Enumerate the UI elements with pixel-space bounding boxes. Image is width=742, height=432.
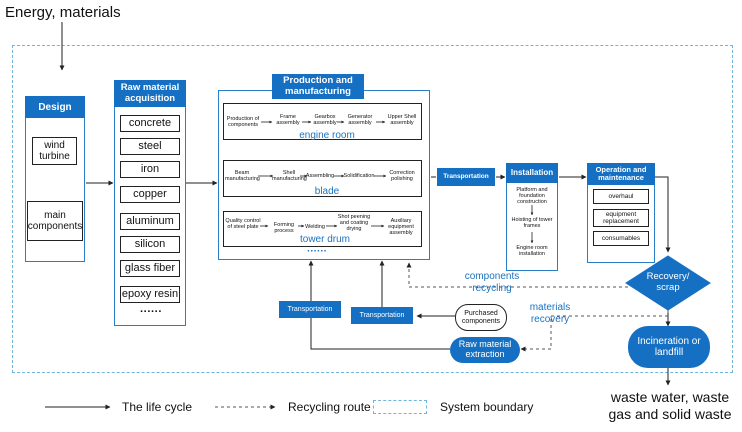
tower-step-4: Shot peening and coating drying [337,214,371,233]
transportation-main: Transportation [437,168,495,186]
tower-drum-box [223,211,422,247]
raw-item-epoxy-resin: epoxy resin [120,286,180,303]
materials-recovery-label: materials recovery [529,302,571,325]
engine-room-label: engine room [299,130,355,141]
recycling-components-route [406,262,628,288]
design-header: Design [25,96,85,118]
tower-step-3: Welding [305,224,325,230]
energy-materials-label: Energy, materials [5,4,121,21]
raw-item-copper: copper [120,186,180,203]
waste-output-line1: waste water, waste [610,389,730,405]
installation-header: Installation [506,163,558,183]
purchased-components-node: Purchased components [455,304,507,331]
engine-step-5: Upper Shell assembly [387,114,417,127]
components-recycling-label: components recycling [464,271,520,294]
blade-step-1: Beam manufacturing [225,170,260,183]
design-item-main-components: main components [27,201,83,241]
incineration-node: Incineration or landfill [628,326,710,368]
engine-step-3: Gearbox assembly [313,114,337,127]
arrow-extraction-transport-left [310,318,450,350]
raw-item-glass-fiber: glass fiber [120,260,180,277]
tower-step-1: Quality control of steel plate [225,218,261,231]
raw-item-silicon: silicon [120,236,180,253]
blade-step-3: Assembling [305,173,335,179]
transportation-left: Transportation [279,301,341,318]
blade-box [223,160,422,197]
raw-material-extraction-node: Raw material extraction [450,337,520,363]
tower-drum-label: tower drum [299,234,350,245]
legend-boundary-swatch [373,400,427,414]
engine-step-2: Frame assembly [276,114,300,127]
legend-boundary-label: System boundary [440,400,534,414]
system-boundary [12,45,733,373]
operation-item-consumables: consumables [593,231,649,246]
raw-material-header: Raw material acquisition [114,80,186,107]
raw-more: ······ [140,306,162,318]
tower-step-2: Forming process [273,222,295,235]
operation-header: Operation and maintenance [587,163,655,185]
engine-step-1: Production of components [226,116,260,129]
legend-recycling-label: Recycling route [288,400,371,414]
recycling-materials-route [520,310,669,352]
waste-output-line2: gas and solid waste [608,405,732,422]
engine-room-box [223,103,422,140]
blade-step-4: Solidification [343,173,375,179]
raw-item-steel: steel [120,138,180,155]
engine-step-4: Generator assembly [347,114,373,127]
operation-item-equipment-replacement: equipment replacement [593,209,649,227]
blade-label: blade [314,186,340,197]
install-step-3: Engine room installation [516,245,548,258]
raw-item-concrete: concrete [120,115,180,132]
raw-item-iron: iron [120,161,180,178]
production-header: Production and manufacturing [272,74,364,99]
waste-output-label: waste water, waste gas and solid waste [602,389,738,423]
blade-step-2: Shell manufacturing [272,170,307,183]
recovery-scrap-label: Recovery/ scrap [646,271,690,293]
install-step-1: Platform and foundation construction [516,187,548,206]
recovery-diamond [625,255,711,311]
install-step-2: Hoisting of tower frames [511,217,553,230]
arrow-operation-recovery [655,176,671,253]
tower-step-5: Auxiliary equipment assembly [388,218,414,237]
raw-item-aluminum: aluminum [120,213,180,230]
transportation-mid: Transportation [351,307,413,324]
legend-life-cycle-label: The life cycle [122,400,193,414]
design-item-wind-turbine: wind turbine [32,137,77,165]
operation-item-overhaul: overhaul [593,189,649,204]
production-more: ······ [307,246,327,257]
blade-step-5: Correction polishing [389,170,415,183]
